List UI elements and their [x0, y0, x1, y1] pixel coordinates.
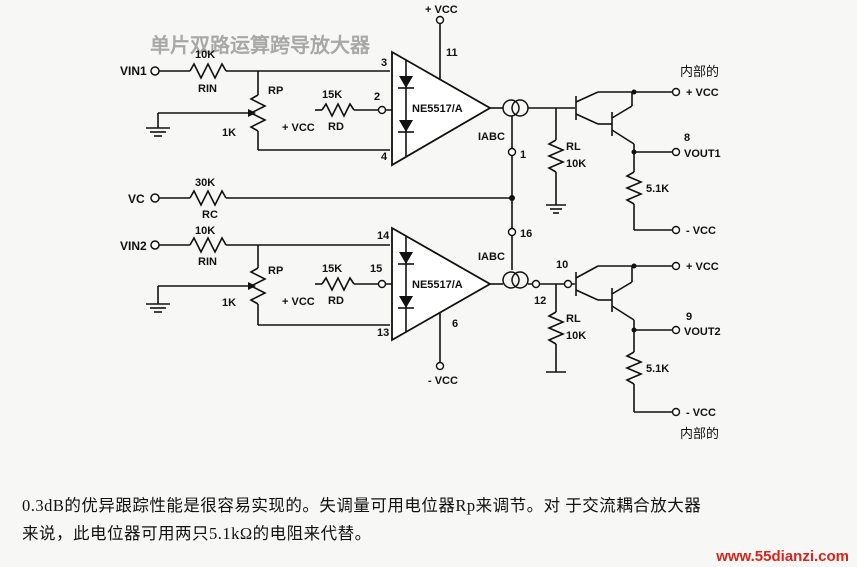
rd-resistor-top: [321, 102, 355, 118]
rin-value-bottom: 10K: [195, 225, 215, 237]
vin1-label: VIN1: [120, 64, 147, 78]
vin2-label: VIN2: [120, 239, 147, 253]
chip-label-top: NE5517/A: [412, 103, 463, 115]
rl-name-bottom: RL: [566, 313, 581, 325]
vcc-minus-out-top: - VCC: [686, 225, 716, 237]
vcc-plus-out-top: + VCC: [686, 87, 719, 99]
pot-value-top: 1K: [222, 127, 236, 139]
pot-value-bottom: 1K: [222, 297, 236, 309]
pin-1: 1: [520, 149, 526, 161]
vout2-label: VOUT2: [684, 326, 721, 338]
rd-name-top: RD: [328, 121, 344, 133]
vcc-supply-top: + VCC: [425, 4, 458, 16]
rin-resistor-bottom: [189, 236, 227, 254]
rc-value: 30K: [195, 177, 215, 189]
pin-11: 11: [446, 47, 458, 59]
vcc-minus-out-bottom: - VCC: [686, 407, 716, 419]
pin-2: 2: [374, 91, 380, 103]
iabc-top: IABC: [478, 131, 505, 143]
diode-top-2: [399, 120, 413, 132]
rl-name-top: RL: [566, 141, 581, 153]
rd-name-bottom: RD: [328, 295, 344, 307]
r-emitter-bottom: [624, 351, 644, 385]
pin-9: 9: [686, 311, 692, 323]
vc-terminal: [150, 193, 160, 203]
pin-8: 8: [684, 132, 690, 144]
iabc-bottom: IABC: [478, 251, 505, 263]
pin-16: 16: [520, 228, 532, 240]
pin-15: 15: [370, 263, 382, 275]
pin-14: 14: [377, 230, 390, 242]
vout1-label: VOUT1: [684, 148, 721, 160]
pin-3: 3: [381, 57, 387, 69]
current-source-top: [502, 99, 520, 117]
chip-label-bottom: NE5517/A: [412, 279, 463, 291]
r-emitter-top: [624, 171, 644, 205]
rd-supply-bottom: + VCC: [282, 296, 315, 308]
r-emitter-value-top: 5.1K: [646, 183, 669, 195]
pot-name-top: RP: [268, 85, 283, 97]
pin-6: 6: [452, 318, 458, 330]
caption-line-1: 0.3dB的优异跟踪性能是很容易实现的。失调量可用电位器Rp来调节。对 于交流耦…: [22, 496, 702, 515]
pin-13: 13: [377, 327, 389, 339]
r-emitter-value-bottom: 5.1K: [646, 363, 669, 375]
rd-value-bottom: 15K: [322, 263, 342, 275]
vc-label: VC: [128, 192, 145, 206]
vin1-terminal: [150, 66, 160, 76]
diode-top-1: [399, 76, 413, 88]
inner-label-bottom: 内部的: [680, 426, 719, 441]
circuit-diagram: 单片双路运算跨导放大器 VIN1 10K RIN RP 1K + VCC 15K…: [120, 4, 721, 441]
diode-bottom-2: [399, 296, 413, 308]
rc-resistor: [189, 189, 227, 207]
rd-supply-top: + VCC: [282, 122, 315, 134]
rin-name-bottom: RIN: [198, 256, 217, 268]
rc-name: RC: [202, 209, 218, 221]
faded-title: 单片双路运算跨导放大器: [150, 33, 371, 57]
rl-resistor-top: [546, 139, 566, 173]
pin-4: 4: [381, 151, 388, 163]
rl-value-bottom: 10K: [566, 330, 586, 342]
rd-value-top: 15K: [322, 89, 342, 101]
current-source-bottom: [502, 271, 520, 289]
watermark: www.55dianzi.com: [716, 548, 849, 565]
pot-name-bottom: RP: [268, 265, 283, 277]
ota-top-triangle: [391, 50, 492, 167]
rl-resistor-bottom: [546, 311, 566, 345]
rin-value-top: 10K: [195, 49, 215, 61]
inner-label-top: 内部的: [680, 64, 719, 79]
ota-bottom-triangle: [391, 226, 492, 342]
rin-name-top: RIN: [198, 83, 217, 95]
vcc-supply-bottom: - VCC: [428, 375, 458, 387]
rl-value-top: 10K: [566, 158, 586, 170]
rd-resistor-bottom: [321, 276, 355, 292]
rin-resistor-top: [189, 62, 227, 80]
pin-12: 12: [534, 295, 546, 307]
vin2-terminal: [150, 240, 160, 250]
diode-bottom-1: [399, 252, 413, 264]
caption-line-2: 来说，此电位器可用两只5.1kΩ的电阻来代替。: [22, 524, 372, 543]
vcc-plus-out-bottom: + VCC: [686, 261, 719, 273]
pin-10: 10: [556, 259, 568, 271]
